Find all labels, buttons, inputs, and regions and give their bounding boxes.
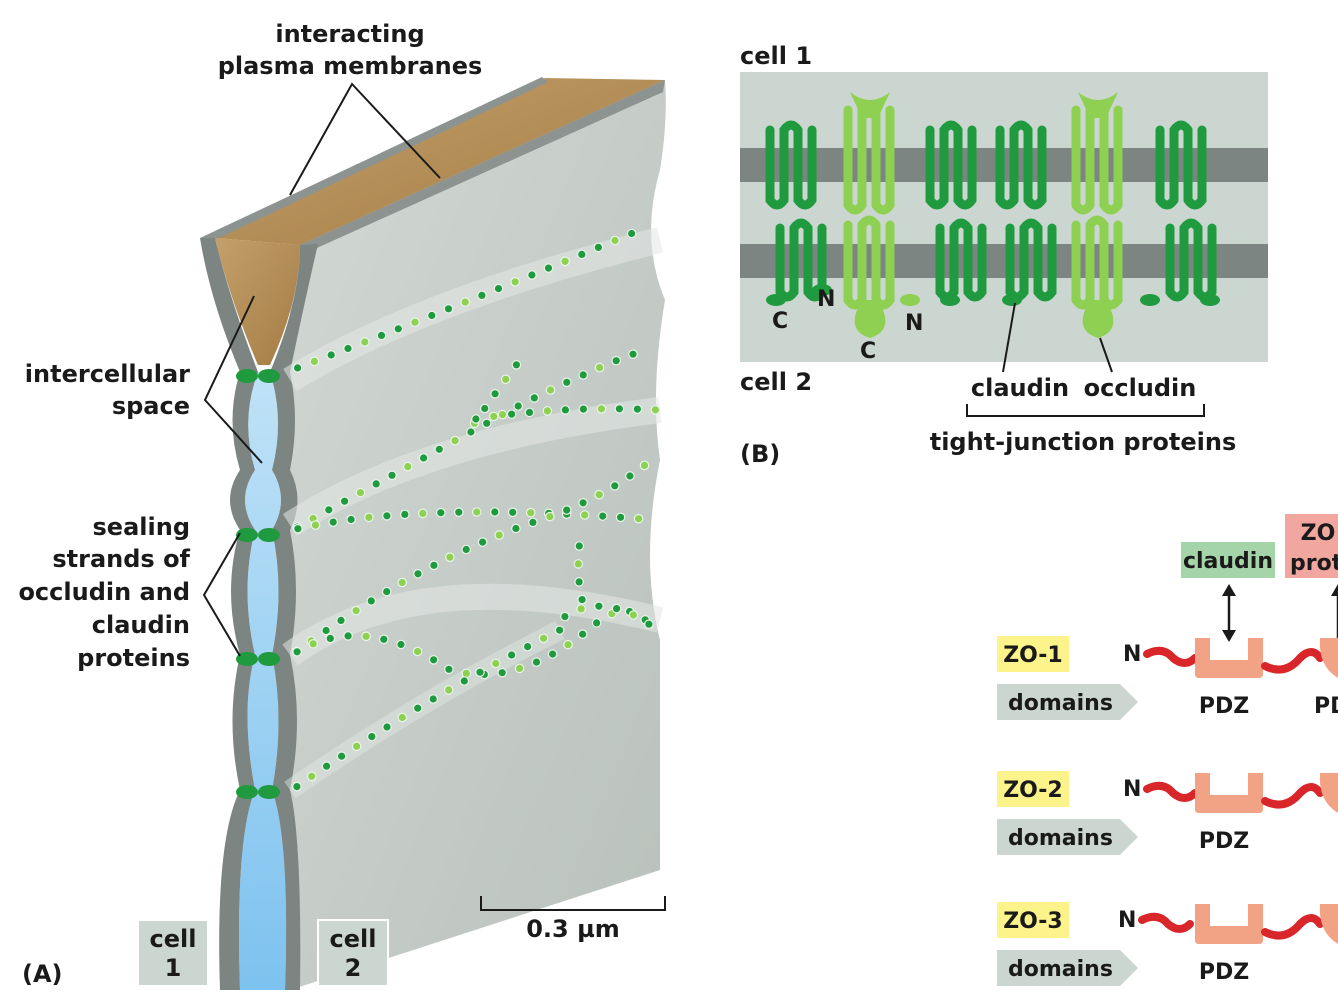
linker-segment [1261,783,1324,809]
claudin-label: claudin [971,374,1069,402]
occludin-n-terminal: N [905,311,923,336]
pdz-domain-partial [1319,773,1338,813]
domains-arrow [997,819,1138,855]
zo-name-label: ZO-2 [1003,778,1063,803]
intercellular-fluid [239,372,287,990]
cell2-label-line2: 2 [345,954,362,982]
n-terminus-label: N [1118,908,1136,933]
domains-label: domains [1008,826,1113,851]
claudin-binding-box [1181,542,1275,578]
linker-segment [1143,781,1199,802]
sealing-label-line3: occludin and [18,578,190,606]
tight-junction-proteins-label: tight-junction proteins [930,428,1237,456]
panel-a-letter: (A) [22,960,63,988]
cell1-membrane [200,238,258,990]
claudin-binding-label: claudin [1183,549,1273,574]
cell1-label-line1: cell [150,925,197,953]
occludin-leader [1099,337,1113,373]
intercellular-label-line2: space [112,392,190,420]
cell2-label-line1: cell [330,925,377,953]
linker-segment [1143,646,1199,667]
sealing-label-line2: strands of [52,545,190,573]
membrane-proteins [765,92,1220,338]
zo-name-box [997,636,1069,672]
pdz-label-partial: PD [1314,694,1338,719]
zo-name-label: ZO-3 [1003,909,1063,934]
linker-segment [1261,914,1324,940]
zo-name-label: ZO-1 [1003,643,1063,668]
zo-name-box [997,902,1069,938]
domains-arrow [997,684,1138,720]
top-rim-left [200,77,548,240]
claudin-c-terminal: C [772,309,788,334]
claudin-leader [1002,302,1016,373]
occludin-c-terminal: C [860,339,876,364]
linker-segment [1138,912,1194,933]
occludin-label: occludin [1084,374,1197,402]
sealing-strands [291,228,661,792]
n-terminus-label: N [1123,642,1141,667]
top-rim-right [300,80,665,252]
membrane-face [290,80,666,990]
zo-protein-binding-label-line1: ZO [1301,521,1336,546]
cell2-box [317,919,389,987]
linker-segment [1261,648,1324,674]
cell2-membrane [270,244,318,990]
intercellular-top [215,238,300,365]
domains-label: domains [1008,691,1113,716]
panel-a: interacting plasma membranes intercellul… [18,20,666,990]
top-label-line2: plasma membranes [218,52,483,80]
pdz-domain-partial [1319,904,1338,944]
pdz-domain [1195,904,1263,944]
panel-b-letter: (B) [740,440,780,468]
cell1-label-line2: 1 [165,954,182,982]
n-terminus-label: N [1123,777,1141,802]
cell1-box [137,919,209,987]
sealing-label-line1: sealing [93,513,190,541]
pdz-domain [1195,638,1263,678]
panel-b-cell1-label: cell 1 [740,42,812,70]
pdz-domain-partial [1319,638,1338,678]
claudin-n-terminal: N [817,287,835,312]
panel-c: claudin ZO prot ZO-1NdomainsPDZPDZO-2Ndo… [997,514,1338,986]
binding-arrows [1222,584,1338,642]
junction-ovals [236,369,280,799]
panel-b-cell2-label: cell 2 [740,368,812,396]
sealing-label-line5: proteins [77,644,190,672]
panel-b-background [740,72,1268,362]
scale-bar [480,896,666,911]
intercellular-label-line1: intercellular [25,360,190,388]
pdz-label: PDZ [1199,960,1249,985]
sealing-leader [202,532,241,657]
pdz-domain [1195,773,1263,813]
top-tan-surface [215,78,665,245]
domains-label: domains [1008,957,1113,982]
zo-protein-binding-box [1285,514,1338,578]
sealing-label-line4: claudin [92,611,190,639]
zo-name-box [997,771,1069,807]
zo-protein-binding-label-line2: prot [1290,551,1338,576]
scale-label: 0.3 µm [526,915,620,943]
top-label-leader [289,82,441,196]
panel-b: cell 1 C N C N cell 2 claudin occludin t… [740,42,1268,468]
zo-rows: ZO-1NdomainsPDZPDZO-2NdomainsPDZZO-3Ndom… [997,636,1338,986]
group-bracket [966,404,1205,417]
intercellular-leader [203,295,263,464]
domains-arrow [997,950,1138,986]
pdz-label: PDZ [1199,829,1249,854]
pdz-label: PDZ [1199,694,1249,719]
top-label-line1: interacting [275,20,424,48]
